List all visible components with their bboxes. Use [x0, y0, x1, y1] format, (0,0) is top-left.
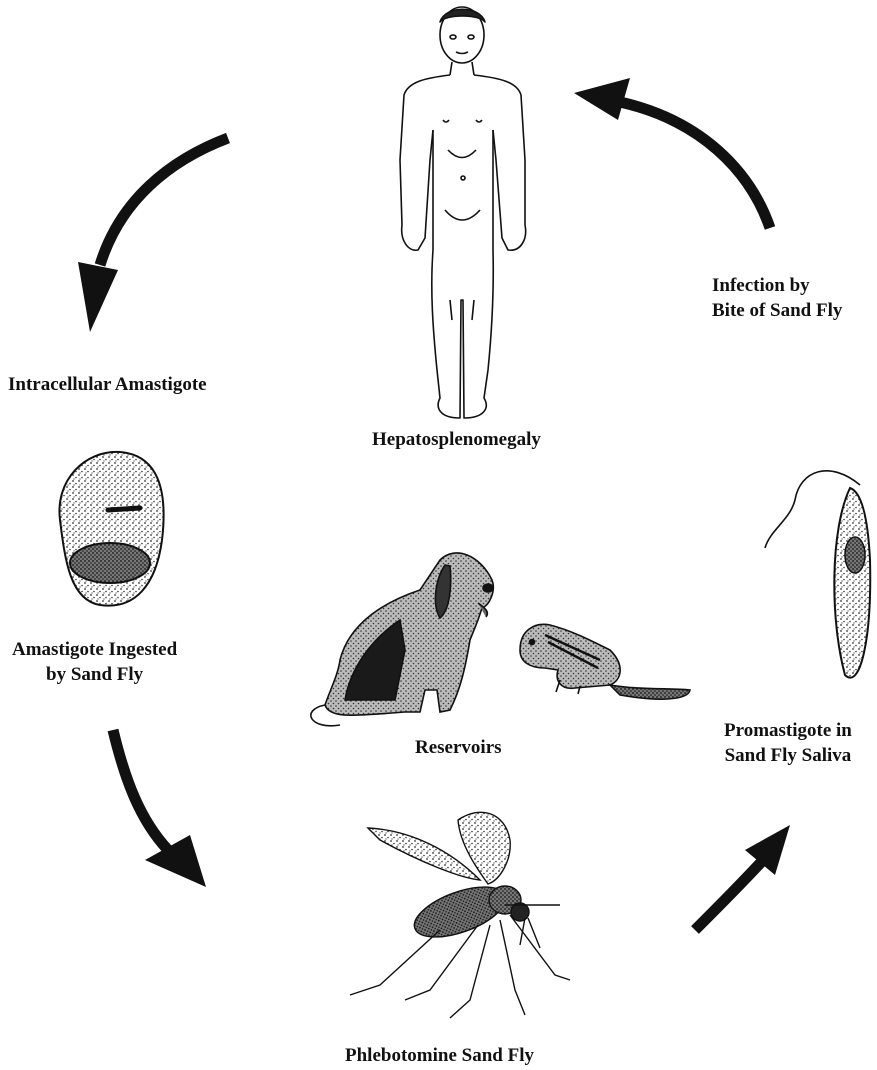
arrow-to-human	[574, 78, 770, 228]
arrow-to-promastigote	[695, 825, 790, 930]
ingested-label-line2: by Sand Fly	[12, 662, 177, 687]
hepatosplenomegaly-label: Hepatosplenomegaly	[372, 427, 541, 452]
arrow-to-sand-fly	[113, 730, 206, 887]
infection-label: Infection by Bite of Sand Fly	[712, 273, 842, 323]
infection-label-line2: Bite of Sand Fly	[712, 298, 842, 323]
amastigote-ingested-label: Amastigote Ingested by Sand Fly	[12, 637, 177, 687]
amastigote-cell-icon	[59, 452, 163, 606]
infection-label-line1: Infection by	[712, 273, 842, 298]
promastigote-label-line1: Promastigote in	[724, 718, 852, 743]
reservoirs-label: Reservoirs	[415, 735, 502, 760]
sand-fly-icon	[350, 812, 570, 1018]
dog-icon	[311, 553, 493, 726]
human-figure-icon	[400, 7, 526, 418]
promastigote-cell-icon	[765, 471, 870, 678]
arrow-to-intracellular	[78, 138, 228, 332]
promastigote-label: Promastigote in Sand Fly Saliva	[724, 718, 852, 768]
sand-fly-label: Phlebotomine Sand Fly	[345, 1043, 534, 1068]
ingested-label-line1: Amastigote Ingested	[12, 637, 177, 662]
intracellular-amastigote-label: Intracellular Amastigote	[8, 372, 207, 397]
promastigote-label-line2: Sand Fly Saliva	[724, 743, 852, 768]
chipmunk-icon	[520, 624, 690, 699]
